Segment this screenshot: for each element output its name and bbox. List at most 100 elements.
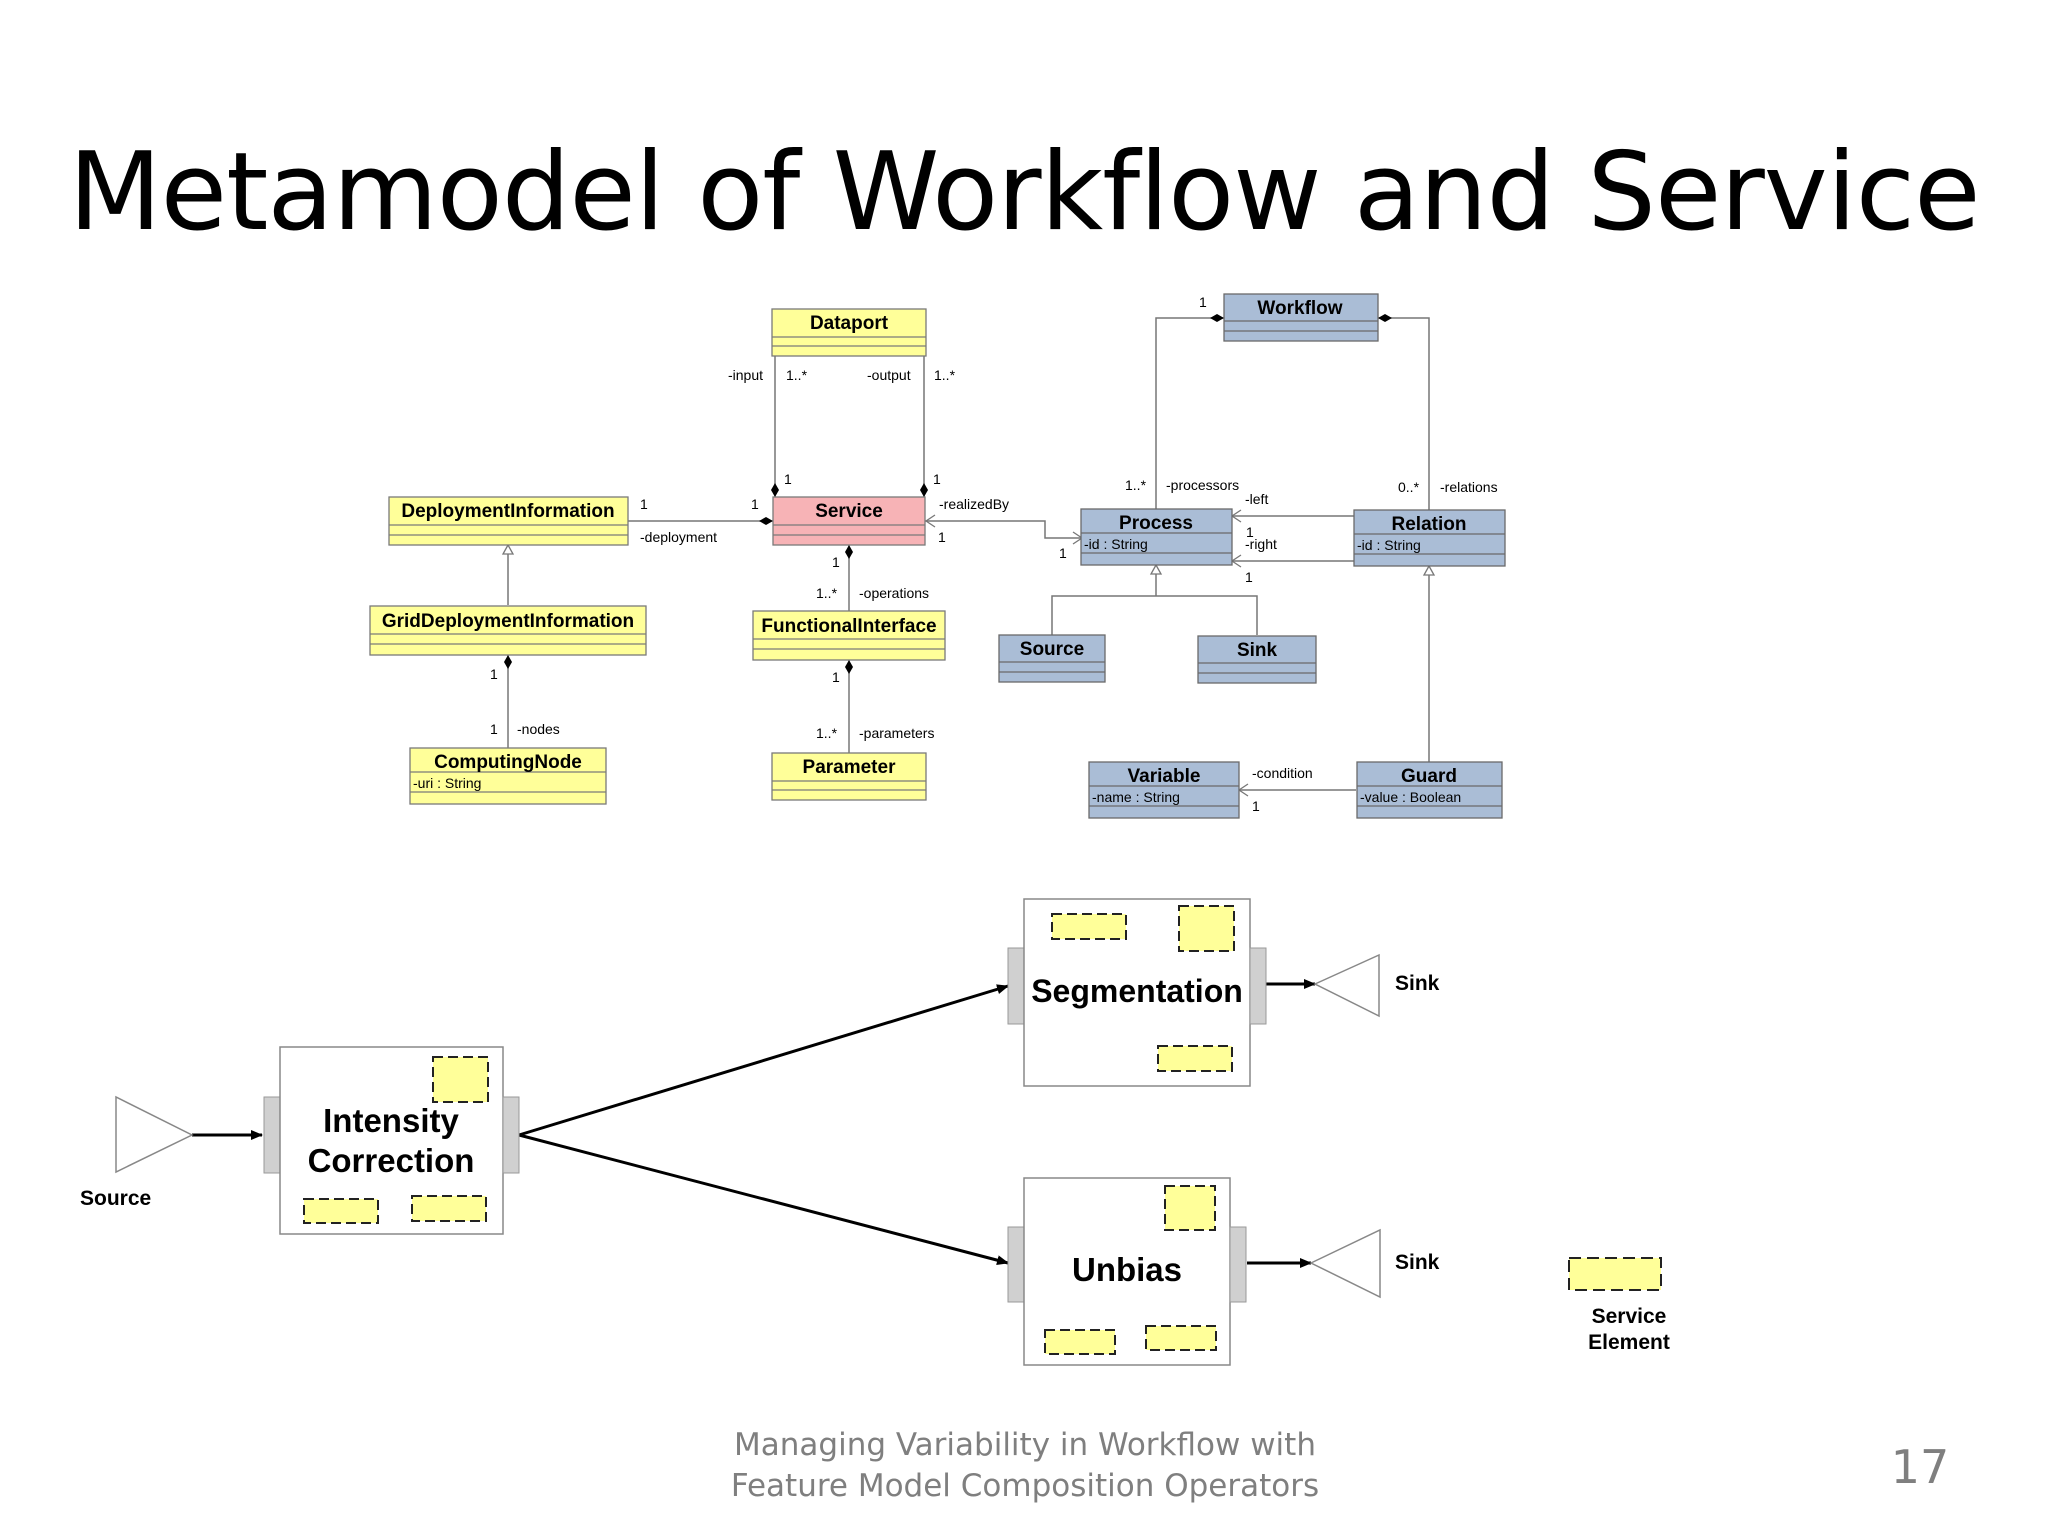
class-computing-node: ComputingNode -uri : String xyxy=(409,747,607,805)
multiplicity-label: 1 xyxy=(938,529,946,545)
uml-association-lines xyxy=(507,317,1430,791)
legend-label: Service xyxy=(1592,1305,1667,1328)
slide-title: Metamodel of Workflow and Service xyxy=(68,130,1980,255)
sink-triangle-icon xyxy=(1309,1228,1381,1299)
service-element-icon xyxy=(411,1195,487,1222)
composition-diamond xyxy=(771,483,779,497)
service-element-icon xyxy=(1145,1325,1217,1351)
workflow-sink-bottom: Sink xyxy=(1309,1228,1440,1299)
sink-label: Sink xyxy=(1395,972,1440,995)
class-name: Guard xyxy=(1401,766,1457,787)
class-workflow: Workflow xyxy=(1223,293,1379,342)
multiplicity-label: 1..* xyxy=(1125,477,1147,493)
composition-diamond xyxy=(504,655,512,669)
output-port xyxy=(502,1096,520,1174)
role-label: -input xyxy=(728,367,763,383)
class-grid-deployment-information: GridDeploymentInformation xyxy=(369,605,647,656)
service-element-icon xyxy=(432,1056,489,1103)
input-port xyxy=(1007,1226,1025,1303)
role-label: -right xyxy=(1245,536,1277,552)
multiplicity-label: 1 xyxy=(1252,798,1260,814)
generalization-triangle xyxy=(501,543,515,555)
class-name: Source xyxy=(1020,639,1084,660)
multiplicity-label: 1 xyxy=(784,471,792,487)
generalization-triangle xyxy=(1149,563,1163,575)
service-element-icon xyxy=(1178,905,1235,952)
class-name: Sink xyxy=(1237,640,1278,661)
class-attribute: -name : String xyxy=(1092,789,1180,805)
multiplicity-label: 1..* xyxy=(786,367,808,383)
class-dataport: Dataport xyxy=(771,308,927,357)
class-attribute: -id : String xyxy=(1357,537,1421,553)
process-generalization-branch xyxy=(1051,595,1258,635)
role-label: -deployment xyxy=(640,529,717,545)
class-name: Dataport xyxy=(810,313,889,334)
workflow-source: Source xyxy=(80,1095,194,1210)
input-port xyxy=(263,1096,281,1174)
class-functional-interface: FunctionalInterface xyxy=(752,610,946,661)
service-element-icon xyxy=(1568,1257,1662,1291)
role-label: -processors xyxy=(1166,477,1239,493)
class-name: FunctionalInterface xyxy=(761,616,936,637)
process-label: Correction xyxy=(308,1142,475,1179)
class-deployment-information: DeploymentInformation xyxy=(388,496,629,546)
multiplicity-label: 1 xyxy=(1246,524,1254,540)
class-process: Process -id : String xyxy=(1080,508,1233,566)
sink-label: Sink xyxy=(1395,1251,1440,1274)
role-label: -condition xyxy=(1252,765,1313,781)
process-label: Unbias xyxy=(1072,1251,1182,1288)
service-element-icon xyxy=(1164,1185,1216,1231)
class-name: ComputingNode xyxy=(434,752,582,773)
class-name: GridDeploymentInformation xyxy=(382,611,634,632)
service-element-icon xyxy=(303,1198,379,1224)
multiplicity-label: 1 xyxy=(1245,569,1253,585)
role-label: -operations xyxy=(859,585,929,601)
multiplicity-label: 1 xyxy=(832,554,840,570)
generalization-triangle xyxy=(1422,564,1436,576)
role-label: -output xyxy=(867,367,911,383)
class-parameter: Parameter xyxy=(771,752,927,801)
role-label: -relations xyxy=(1440,479,1498,495)
multiplicity-label: 1..* xyxy=(934,367,956,383)
service-element-icon xyxy=(1051,913,1127,940)
class-name: Workflow xyxy=(1257,298,1342,319)
multiplicity-label: 1 xyxy=(832,669,840,685)
source-triangle-icon xyxy=(115,1095,194,1174)
multiplicity-label: 1 xyxy=(1199,294,1207,310)
footer-line: Feature Model Composition Operators xyxy=(730,1468,1320,1504)
class-name: Variable xyxy=(1128,766,1201,787)
slide-footer: Managing Variability in Workflow with Fe… xyxy=(650,1425,1400,1507)
class-name: Service xyxy=(815,501,883,522)
page-number: 17 xyxy=(1890,1440,1950,1494)
class-name: Relation xyxy=(1392,514,1467,535)
open-arrowhead xyxy=(924,514,936,528)
process-label: Segmentation xyxy=(1031,973,1243,1009)
workflow-connections xyxy=(192,979,1316,1268)
intensity-to-segmentation-arrow xyxy=(518,984,1009,1137)
service-element-legend: Service Element xyxy=(1568,1257,1670,1354)
service-element-icon xyxy=(1157,1045,1233,1072)
intensity-correction-process: Intensity Correction xyxy=(263,1046,520,1235)
uml-role-labels: -input 1..* -output 1..* 1 1 1 1 -deploy… xyxy=(490,294,1498,814)
multiplicity-label: 1 xyxy=(933,471,941,487)
multiplicity-label: 1 xyxy=(490,666,498,682)
processors-association-line xyxy=(1155,317,1224,509)
class-attribute: -id : String xyxy=(1084,536,1148,552)
class-source: Source xyxy=(998,634,1106,683)
multiplicity-label: 1 xyxy=(751,496,759,512)
class-attribute: -value : Boolean xyxy=(1360,789,1461,805)
class-name: DeploymentInformation xyxy=(401,501,614,522)
role-label: -left xyxy=(1245,491,1268,507)
multiplicity-label: 1..* xyxy=(816,585,838,601)
role-label: -nodes xyxy=(517,721,560,737)
sink-triangle-icon xyxy=(1313,953,1380,1018)
composition-diamond xyxy=(1378,314,1392,322)
multiplicity-label: 1 xyxy=(640,496,648,512)
role-label: -realizedBy xyxy=(939,496,1009,512)
uml-decorations xyxy=(501,314,1436,797)
class-name: Process xyxy=(1119,513,1193,534)
class-sink: Sink xyxy=(1197,635,1317,684)
multiplicity-label: 0..* xyxy=(1398,479,1420,495)
